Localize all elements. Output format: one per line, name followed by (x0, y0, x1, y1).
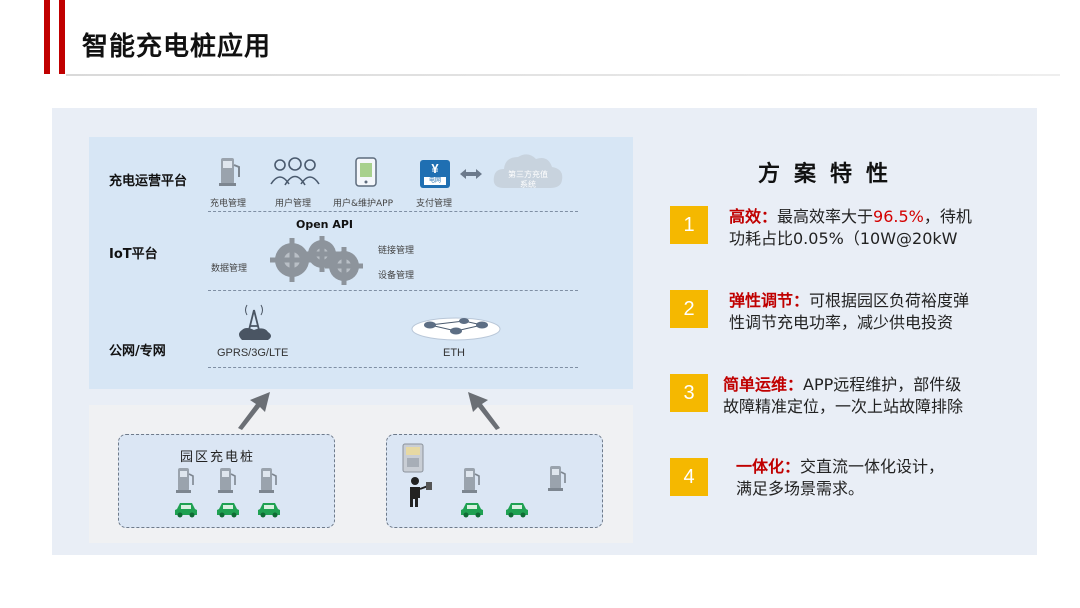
gears-icon (270, 236, 363, 285)
charging-pile-icon (218, 468, 236, 493)
layer-label-platform: 充电运营平台 (109, 174, 188, 189)
feature-number-badge: 2 (670, 290, 708, 328)
feature-number-badge: 3 (670, 374, 708, 412)
charging-pile-icon (219, 158, 240, 186)
title-accent-bar (44, 0, 50, 74)
uplink-arrow-icon (238, 392, 270, 430)
charging-pile-icon (548, 466, 566, 491)
car-icon (217, 503, 239, 518)
label-charge-mgmt: 充电管理 (210, 199, 247, 209)
open-api-label: Open API (296, 218, 354, 231)
users-group-icon (270, 157, 320, 186)
label-data-mgmt: 数据管理 (211, 264, 248, 274)
car-icon (258, 503, 280, 518)
feature-item-3: 简单运维：APP远程维护，部件级 故障精准定位，一次上站故障排除 (723, 375, 964, 416)
feature-number-badge: 1 (670, 206, 708, 244)
layer-separator (208, 290, 578, 291)
layer-label-network: 公网/专网 (109, 344, 166, 359)
technician-icon (410, 477, 432, 507)
features-title: 方案特性 (758, 162, 903, 187)
feature-number-badge: 4 (670, 458, 708, 496)
bidirectional-arrow-icon (460, 169, 482, 179)
smart-meter-icon (402, 443, 424, 473)
payment-icon: ¥ 电网 (420, 160, 450, 188)
feature-item-1: 高效：最高效率大于96.5%，待机 功耗占比0.05%（10W@20kW (729, 207, 972, 248)
park-box-label: 园区充电桩 (180, 450, 256, 465)
title-accent-bar (59, 0, 65, 74)
label-eth: ETH (443, 347, 465, 359)
layer-separator (208, 211, 578, 212)
layer-separator (208, 367, 578, 368)
feature-item-4: 一体化：交直流一体化设计， 满足多场景需求。 (736, 457, 945, 498)
third-party-label: 第三方充值 系统 (508, 170, 548, 189)
car-icon (175, 503, 197, 518)
feature-item-2: 弹性调节：可根据园区负荷裕度弹 性调节充电功率，减少供电投资 (729, 291, 970, 332)
cloud-icon (493, 154, 563, 188)
mobile-app-icon (355, 157, 377, 187)
layer-label-iot: IoT平台 (109, 247, 158, 262)
car-icon (461, 503, 483, 518)
charging-pile-icon (462, 468, 480, 493)
title-divider (66, 74, 1060, 76)
charging-pile-icon (176, 468, 194, 493)
page-title: 智能充电桩应用 (82, 32, 272, 62)
car-icon (506, 503, 528, 518)
ethernet-network-icon (411, 317, 501, 341)
label-user-mgmt: 用户管理 (275, 199, 312, 209)
uplink-arrow-icon (468, 392, 500, 430)
charging-pile-icon (259, 468, 277, 493)
label-link-mgmt: 链接管理 (378, 246, 415, 256)
cell-tower-icon (239, 304, 271, 340)
label-payment: 支付管理 (416, 199, 453, 209)
label-app: 用户&维护APP (333, 199, 394, 209)
label-device-mgmt: 设备管理 (378, 271, 415, 281)
label-gprs: GPRS/3G/LTE (217, 347, 289, 359)
